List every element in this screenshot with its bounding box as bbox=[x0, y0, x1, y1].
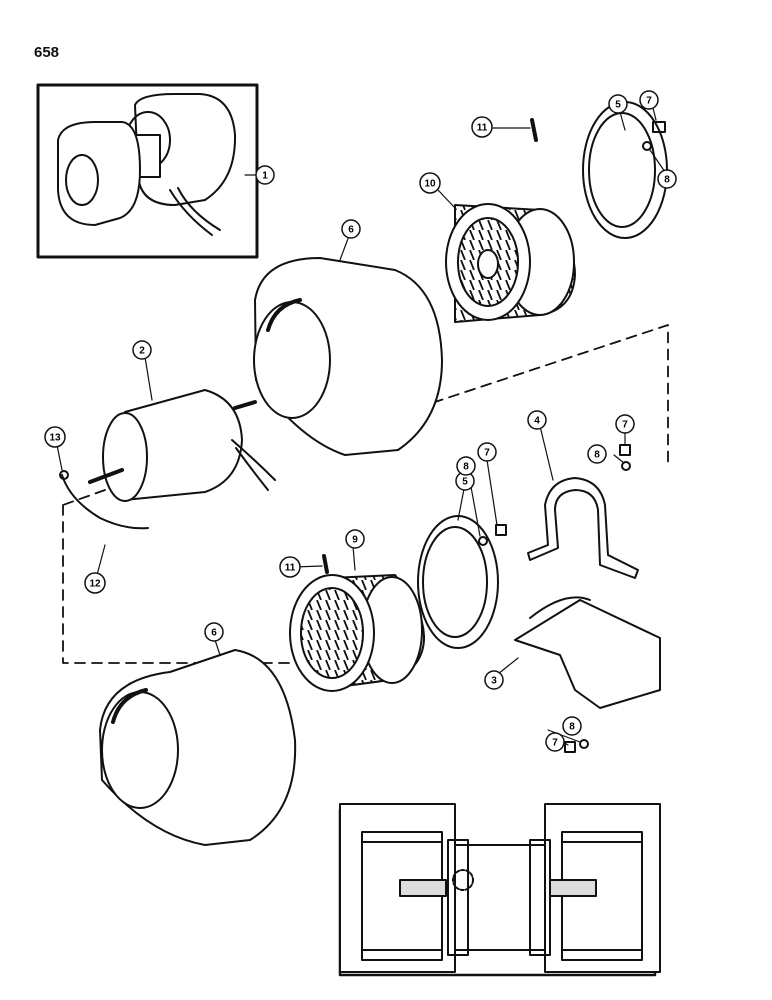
page-number: 658 bbox=[34, 44, 60, 61]
callout-label: 4 bbox=[534, 416, 540, 427]
callout-c6a: 6 bbox=[341, 219, 361, 239]
callout-label: 6 bbox=[211, 628, 217, 639]
callout-label: 5 bbox=[615, 100, 621, 111]
callout-label: 7 bbox=[484, 448, 490, 459]
mounting-strap bbox=[527, 477, 639, 579]
callout-c9: 9 bbox=[345, 529, 365, 549]
blower-wheel-lower bbox=[289, 574, 426, 692]
callout-label: 13 bbox=[49, 433, 61, 444]
callout-c11a: 11 bbox=[471, 116, 493, 138]
callout-label: 3 bbox=[491, 676, 497, 687]
callout-c6b: 6 bbox=[204, 622, 224, 642]
callout-c7b: 7 bbox=[615, 414, 635, 434]
callout-label: 7 bbox=[622, 420, 628, 431]
callout-c2: 2 bbox=[132, 340, 152, 360]
callout-c7d: 7 bbox=[545, 732, 565, 752]
callout-c3: 3 bbox=[484, 670, 504, 690]
callout-c5b: 5 bbox=[455, 471, 475, 491]
blower-motor bbox=[88, 389, 276, 502]
housing-ring-lower bbox=[417, 515, 499, 649]
callout-c7c: 7 bbox=[477, 442, 497, 462]
blower-housing-lower bbox=[99, 649, 297, 846]
callout-label: 11 bbox=[477, 123, 488, 134]
ground-wire bbox=[61, 474, 149, 530]
callout-label: 7 bbox=[552, 738, 558, 749]
callout-label: 7 bbox=[646, 96, 652, 107]
callout-c13: 13 bbox=[44, 426, 66, 448]
callout-label: 8 bbox=[664, 175, 670, 186]
callout-c1: 1 bbox=[255, 165, 275, 185]
callout-label: 8 bbox=[569, 722, 575, 733]
callout-label: 11 bbox=[285, 563, 296, 574]
callout-c11b: 11 bbox=[279, 556, 301, 578]
assembled-blower-inset bbox=[36, 83, 259, 259]
callout-label: 2 bbox=[139, 346, 145, 357]
mounting-bracket bbox=[514, 596, 661, 709]
callout-c12: 12 bbox=[84, 572, 106, 594]
callout-c5a: 5 bbox=[608, 94, 628, 114]
callout-c7a: 7 bbox=[639, 90, 659, 110]
callout-label: 1 bbox=[262, 171, 268, 182]
hardware-screws-washers bbox=[59, 118, 666, 753]
callout-c8b: 8 bbox=[587, 444, 607, 464]
callout-label: 8 bbox=[594, 450, 600, 461]
callout-label: 9 bbox=[352, 535, 358, 546]
assembled-section-view bbox=[338, 803, 661, 977]
blower-housing-upper bbox=[253, 257, 443, 456]
callout-label: 5 bbox=[462, 477, 468, 488]
callout-c10: 10 bbox=[419, 172, 441, 194]
callout-c8a: 8 bbox=[657, 169, 677, 189]
callout-label: 8 bbox=[463, 462, 469, 473]
callout-c4: 4 bbox=[527, 410, 547, 430]
callout-c8d: 8 bbox=[562, 716, 582, 736]
callout-label: 12 bbox=[89, 579, 101, 590]
callout-label: 6 bbox=[348, 225, 354, 236]
callout-label: 10 bbox=[424, 179, 436, 190]
callout-c8c: 8 bbox=[456, 456, 476, 476]
blower-wheel-upper bbox=[445, 203, 576, 323]
